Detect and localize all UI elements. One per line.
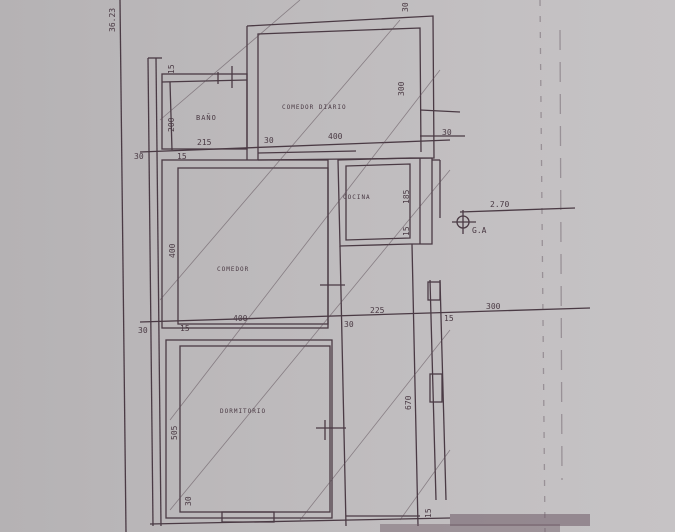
cocina-room bbox=[337, 157, 433, 247]
dim-dormitorio-bottom-wall: 30 bbox=[184, 496, 193, 506]
lot-boundary-right-2 bbox=[559, 29, 563, 481]
dim-hall-length: 670 bbox=[404, 395, 413, 410]
ga-label: G.A bbox=[472, 226, 487, 235]
dormitorio-room bbox=[165, 339, 333, 519]
dim-comedor-diario-width: 400 bbox=[328, 132, 343, 141]
hall-right-wall bbox=[411, 243, 419, 527]
dim-comedor-bottom-wall: 15 bbox=[180, 324, 190, 333]
dim-comedor-wall-top: 15 bbox=[177, 152, 187, 161]
comedor-room bbox=[161, 159, 329, 329]
dim-wall-30: 30 bbox=[264, 136, 274, 145]
dim-comedor-height: 400 bbox=[168, 243, 177, 258]
dim-exterior-setback: 300 bbox=[486, 302, 501, 311]
dormitorio-window bbox=[221, 511, 275, 523]
room-label-dormitorio: DORMITORIO bbox=[220, 408, 267, 415]
lot-dimension: 36.23 bbox=[108, 7, 117, 32]
dim-bano-width: 215 bbox=[197, 138, 212, 147]
lot-boundary-line bbox=[119, 0, 127, 532]
dim-comedor-width: 400 bbox=[233, 314, 248, 323]
dimension-line-mid bbox=[139, 307, 591, 323]
room-label-comedor-diario: COMEDOR DIARIO bbox=[282, 104, 347, 111]
dim-dormitorio-height: 505 bbox=[170, 425, 179, 440]
lot-boundary-right bbox=[539, 0, 546, 532]
dim-hall-wall: 30 bbox=[344, 320, 354, 329]
room-label-comedor: COMEDOR bbox=[217, 266, 250, 273]
dim-cocina-bottom-wall: 15 bbox=[402, 226, 411, 236]
dim-bano-height: 200 bbox=[167, 117, 176, 132]
dim-comedor-diario-height: 300 bbox=[397, 81, 406, 96]
dim-left-wall-mid: 30 bbox=[138, 326, 148, 335]
dim-cocina-height: 185 bbox=[402, 189, 411, 204]
dim-top-right-corner: 30 bbox=[401, 2, 410, 12]
dim-left-wall-top: 30 bbox=[134, 152, 144, 161]
room-label-bano: BAÑO bbox=[196, 114, 217, 122]
dim-bottom-right-wall: 15 bbox=[424, 508, 433, 518]
dim-hall-width: 225 bbox=[370, 306, 385, 315]
paper-stain bbox=[450, 514, 590, 526]
comedor-diario-room bbox=[246, 15, 435, 161]
ga-distance: 2.70 bbox=[490, 200, 510, 209]
dim-right-wall-30: 30 bbox=[442, 128, 452, 137]
outer-left-wall bbox=[147, 57, 154, 527]
hall-left-wall bbox=[339, 245, 347, 527]
hatching bbox=[159, 0, 451, 521]
dim-bano-top-wall: 15 bbox=[167, 64, 176, 74]
dim-right-wall-thickness: 15 bbox=[444, 314, 454, 323]
room-label-cocina: COCINA bbox=[343, 194, 371, 201]
